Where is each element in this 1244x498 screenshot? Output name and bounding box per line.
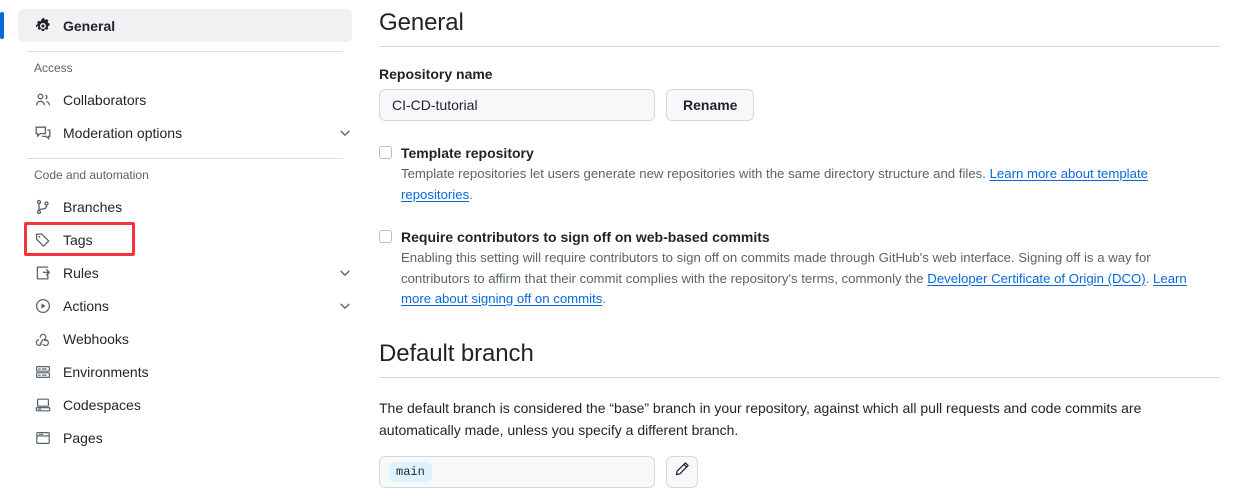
sidebar-group-label-access: Access (34, 61, 73, 75)
sign-off-setting: Require contributors to sign off on web-… (379, 227, 1220, 310)
git-branch-icon (34, 198, 52, 216)
sidebar-item-label: Tags (63, 231, 93, 248)
browser-icon (34, 429, 52, 447)
tag-icon (34, 231, 52, 249)
sidebar-divider (27, 158, 343, 159)
chevron-down-icon[interactable] (338, 299, 352, 313)
sidebar-item-pages[interactable]: Pages (18, 421, 352, 454)
webhook-icon (34, 330, 52, 348)
chevron-down-icon[interactable] (338, 126, 352, 140)
sidebar-item-general[interactable]: General (0, 9, 352, 42)
active-indicator (0, 12, 4, 39)
default-branch-description: The default branch is considered the “ba… (379, 399, 1142, 438)
sidebar-item-label: Collaborators (63, 91, 147, 108)
sidebar-item-label: Moderation options (63, 124, 183, 141)
sign-off-row: Require contributors to sign off on web-… (379, 227, 1220, 247)
sign-off-label: Require contributors to sign off on web-… (401, 229, 770, 245)
sign-off-description-text: Enabling this setting will require contr… (401, 250, 1151, 286)
sidebar-item-label: Environments (63, 363, 149, 380)
sidebar-item-actions[interactable]: Actions (18, 289, 352, 322)
template-repository-description-text: Template repositories let users generate… (401, 166, 990, 181)
default-branch-badge: main (389, 461, 432, 482)
people-icon (34, 91, 52, 109)
rules-icon (34, 264, 52, 282)
template-repository-setting: Template repository Template repositorie… (379, 143, 1220, 205)
repository-name-label: Repository name (379, 66, 493, 82)
server-icon (34, 363, 52, 381)
play-icon (34, 297, 52, 315)
sidebar-item-branches[interactable]: Branches (18, 190, 352, 223)
default-branch-section: Default branch The default branch is con… (379, 340, 1220, 488)
template-repository-label: Template repository (401, 145, 534, 161)
chevron-down-icon[interactable] (338, 266, 352, 280)
page-title: General (379, 9, 464, 36)
sidebar-item-rules[interactable]: Rules (18, 256, 352, 289)
sidebar-item-label: Branches (63, 198, 123, 215)
default-branch-field[interactable]: main (379, 455, 655, 488)
learn-more-signing-off-link[interactable]: Learn more about signing off on commits (401, 270, 1187, 307)
sign-off-description-mid: . (1145, 270, 1154, 286)
repository-name-row: Rename (379, 89, 1220, 121)
settings-sidebar: General Access Collaborators Moderation … (0, 0, 361, 498)
template-repository-description-tail: . (469, 186, 473, 202)
sign-off-description-tail: . (602, 291, 607, 306)
sidebar-item-label: Webhooks (63, 330, 129, 347)
default-branch-divider (379, 376, 1220, 378)
sidebar-item-webhooks[interactable]: Webhooks (18, 322, 352, 355)
default-branch-row: main (379, 455, 1220, 488)
sidebar-item-label: Actions (63, 297, 109, 314)
pencil-icon (674, 461, 690, 482)
template-repository-row: Template repository (379, 143, 1220, 163)
gear-icon (34, 17, 52, 35)
learn-more-template-repositories-link[interactable]: Learn more about template repositories (401, 166, 1148, 202)
template-repository-description: Template repositories let users generate… (401, 164, 1220, 205)
sidebar-item-label: Rules (63, 264, 99, 281)
comment-discussion-icon (34, 124, 52, 142)
default-branch-title: Default branch (379, 339, 534, 367)
codespaces-icon (34, 396, 52, 414)
sidebar-item-label: Codespaces (63, 396, 141, 413)
rename-button[interactable]: Rename (666, 89, 755, 121)
settings-main-content: General Repository name Rename Template … (361, 0, 1244, 498)
sidebar-item-tags[interactable]: Tags (18, 223, 352, 256)
sign-off-description: Enabling this setting will require contr… (401, 248, 1220, 310)
sidebar-item-moderation-options[interactable]: Moderation options (18, 116, 352, 149)
sidebar-item-collaborators[interactable]: Collaborators (18, 83, 352, 116)
title-divider (379, 46, 1220, 47)
edit-default-branch-button[interactable] (666, 455, 698, 488)
sidebar-group-label-code-and-automation: Code and automation (34, 168, 149, 182)
sidebar-divider (27, 51, 343, 52)
template-repository-checkbox[interactable] (379, 146, 392, 159)
developer-certificate-of-origin-link[interactable]: Developer Certificate of Origin (DCO) (927, 270, 1146, 286)
sidebar-item-label: General (63, 17, 116, 34)
sidebar-item-environments[interactable]: Environments (18, 355, 352, 388)
repository-name-input[interactable] (379, 89, 655, 121)
sign-off-checkbox[interactable] (379, 230, 392, 243)
sidebar-item-codespaces[interactable]: Codespaces (18, 388, 352, 421)
sidebar-item-label: Pages (63, 429, 103, 446)
